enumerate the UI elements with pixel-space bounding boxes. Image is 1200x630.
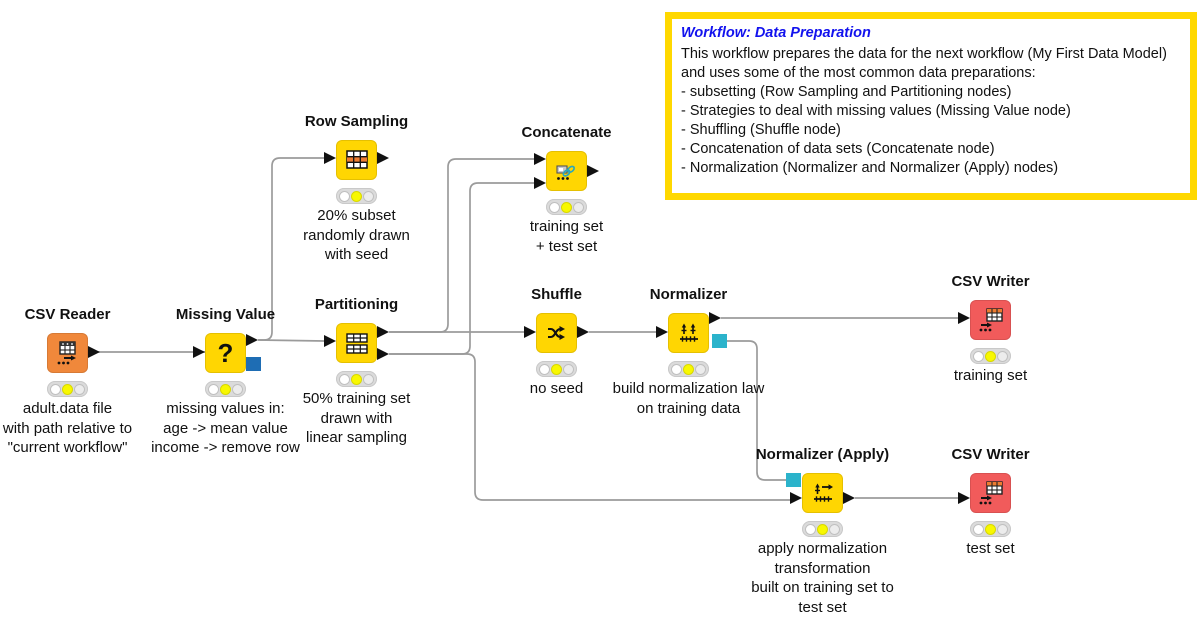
node-title: Shuffle (531, 286, 582, 303)
concatenate-node-body[interactable] (546, 151, 587, 191)
node-caption: build normalization law on training data (612, 380, 765, 417)
normalizer-model-output-port[interactable] (712, 334, 727, 348)
csv-reader-node-body[interactable] (47, 333, 88, 373)
partitioning-output-port-bottom[interactable] (377, 348, 389, 360)
node-title: Normalizer (649, 286, 728, 303)
annotation-line: and uses some of the most common data pr… (681, 65, 1036, 81)
shuffle-input-port[interactable] (524, 326, 536, 338)
node-caption: missing values in: age -> mean value inc… (151, 400, 300, 456)
node-title: CSV Writer (951, 446, 1030, 463)
traffic-light (336, 188, 377, 204)
row-sampling-input-port[interactable] (324, 152, 336, 164)
node-csv-writer-train: CSV Writer training set (951, 273, 1029, 384)
missing-value-model-output-port[interactable] (246, 357, 261, 371)
shuffle-output-port[interactable] (577, 326, 589, 338)
normalizer-apply-output-port[interactable] (843, 492, 855, 504)
table-write-icon (979, 481, 1003, 505)
csv-writer-test-input-port[interactable] (958, 492, 970, 504)
normalizer-node-body[interactable] (668, 313, 709, 353)
node-caption: 20% subset randomly drawn with seed (303, 207, 410, 263)
node-caption: apply normalization transformation built… (751, 540, 894, 616)
node-title: Concatenate (521, 124, 612, 141)
traffic-light (546, 199, 587, 215)
node-caption: training set (953, 367, 1028, 384)
node-caption: training set + test set (529, 218, 604, 255)
wire-missingvalue-to-partitioning (257, 339, 325, 342)
node-title: Partitioning (314, 296, 399, 313)
normalizer-apply-axis-icon (813, 483, 833, 502)
row-sampling-output-port[interactable] (377, 152, 389, 164)
split-grid-icon (345, 333, 368, 354)
wire-partitioning-to-concatenate-top (389, 158, 534, 333)
row-sampling-node-body[interactable] (336, 140, 377, 180)
normalizer-data-output-port[interactable] (709, 312, 721, 324)
node-caption: adult.data file with path relative to "c… (2, 400, 133, 456)
node-title: CSV Writer (951, 273, 1030, 290)
concatenate-input-port-bottom[interactable] (534, 177, 546, 189)
csv-reader-output-port[interactable] (88, 346, 100, 358)
row-grid-icon (345, 150, 368, 169)
concatenate-output-port[interactable] (587, 165, 599, 177)
partitioning-node-body[interactable] (336, 323, 377, 363)
traffic-light (668, 361, 709, 377)
node-caption: no seed (529, 380, 584, 397)
node-title: CSV Reader (24, 306, 111, 323)
annotation-line: - Concatenation of data sets (Concatenat… (681, 141, 995, 157)
concatenate-input-port-top[interactable] (534, 153, 546, 165)
node-caption: test set (966, 540, 1015, 557)
node-shuffle: Shuffle no seed (530, 286, 583, 397)
node-caption: 50% training set drawn with linear sampl… (302, 390, 411, 446)
missing-value-output-port[interactable] (246, 334, 258, 346)
table-write-icon (979, 308, 1003, 332)
annotation-line: This workflow prepares the data for the … (681, 46, 1167, 62)
normalizer-input-port[interactable] (656, 326, 668, 338)
node-normalizer: Normalizer build normalization law on tr… (613, 286, 765, 417)
traffic-light (336, 371, 377, 387)
wire-normalizer-model-to-normalizerapply (727, 340, 786, 481)
node-title: Normalizer (Apply) (755, 446, 890, 463)
node-normalizer-apply: Normalizer (Apply) apply normalization t… (751, 446, 894, 616)
annotation-title: Workflow: Data Preparation (681, 25, 871, 41)
wire-partitioning-to-concatenate-bottom (389, 182, 534, 355)
node-partitioning: Partitioning 50% training set drawn with… (303, 296, 411, 446)
partitioning-input-port[interactable] (324, 335, 336, 347)
csv-writer-train-input-port[interactable] (958, 312, 970, 324)
csv-writer-test-node-body[interactable] (970, 473, 1011, 513)
node-csv-writer-test: CSV Writer test set (951, 446, 1029, 557)
node-row-sampling: Row Sampling 20% subset randomly drawn w… (303, 113, 410, 263)
traffic-light (970, 348, 1011, 364)
traffic-light (970, 521, 1011, 537)
normalizer-apply-data-input-port[interactable] (790, 492, 802, 504)
partitioning-output-port-top[interactable] (377, 326, 389, 338)
missing-value-node-body[interactable]: ? (205, 333, 246, 373)
traffic-light (802, 521, 843, 537)
node-csv-reader: CSV Reader adult.data file with path rel… (3, 306, 132, 456)
annotation-line: - Shuffling (Shuffle node) (681, 122, 841, 138)
traffic-light (205, 381, 246, 397)
node-concatenate: Concatenate training set + test set (521, 124, 611, 255)
missing-value-input-port[interactable] (193, 346, 205, 358)
node-title: Row Sampling (304, 113, 409, 130)
traffic-light (47, 381, 88, 397)
annotation-line: - Normalization (Normalizer and Normaliz… (681, 160, 1059, 176)
table-chain-link-icon (555, 165, 575, 180)
annotation-line: - subsetting (Row Sampling and Partition… (681, 84, 1012, 100)
shuffle-node-body[interactable] (536, 313, 577, 353)
workflow-annotation[interactable]: Workflow: Data Preparation This workflow… (665, 12, 1197, 200)
shuffle-arrows-icon (547, 326, 565, 340)
traffic-light (536, 361, 577, 377)
normalizer-apply-model-input-port[interactable] (786, 473, 801, 487)
annotation-line: - Strategies to deal with missing values… (681, 103, 1071, 119)
normalizer-apply-node-body[interactable] (802, 473, 843, 513)
node-missing-value: Missing Value ? missing values in: age -… (151, 306, 300, 456)
question-mark-icon: ? (217, 338, 234, 368)
node-title: Missing Value (175, 306, 276, 323)
table-read-icon (57, 341, 76, 365)
csv-writer-train-node-body[interactable] (970, 300, 1011, 340)
normalizer-axis-icon (679, 323, 698, 342)
wire-partitioning-to-normalizerapply (389, 353, 790, 501)
